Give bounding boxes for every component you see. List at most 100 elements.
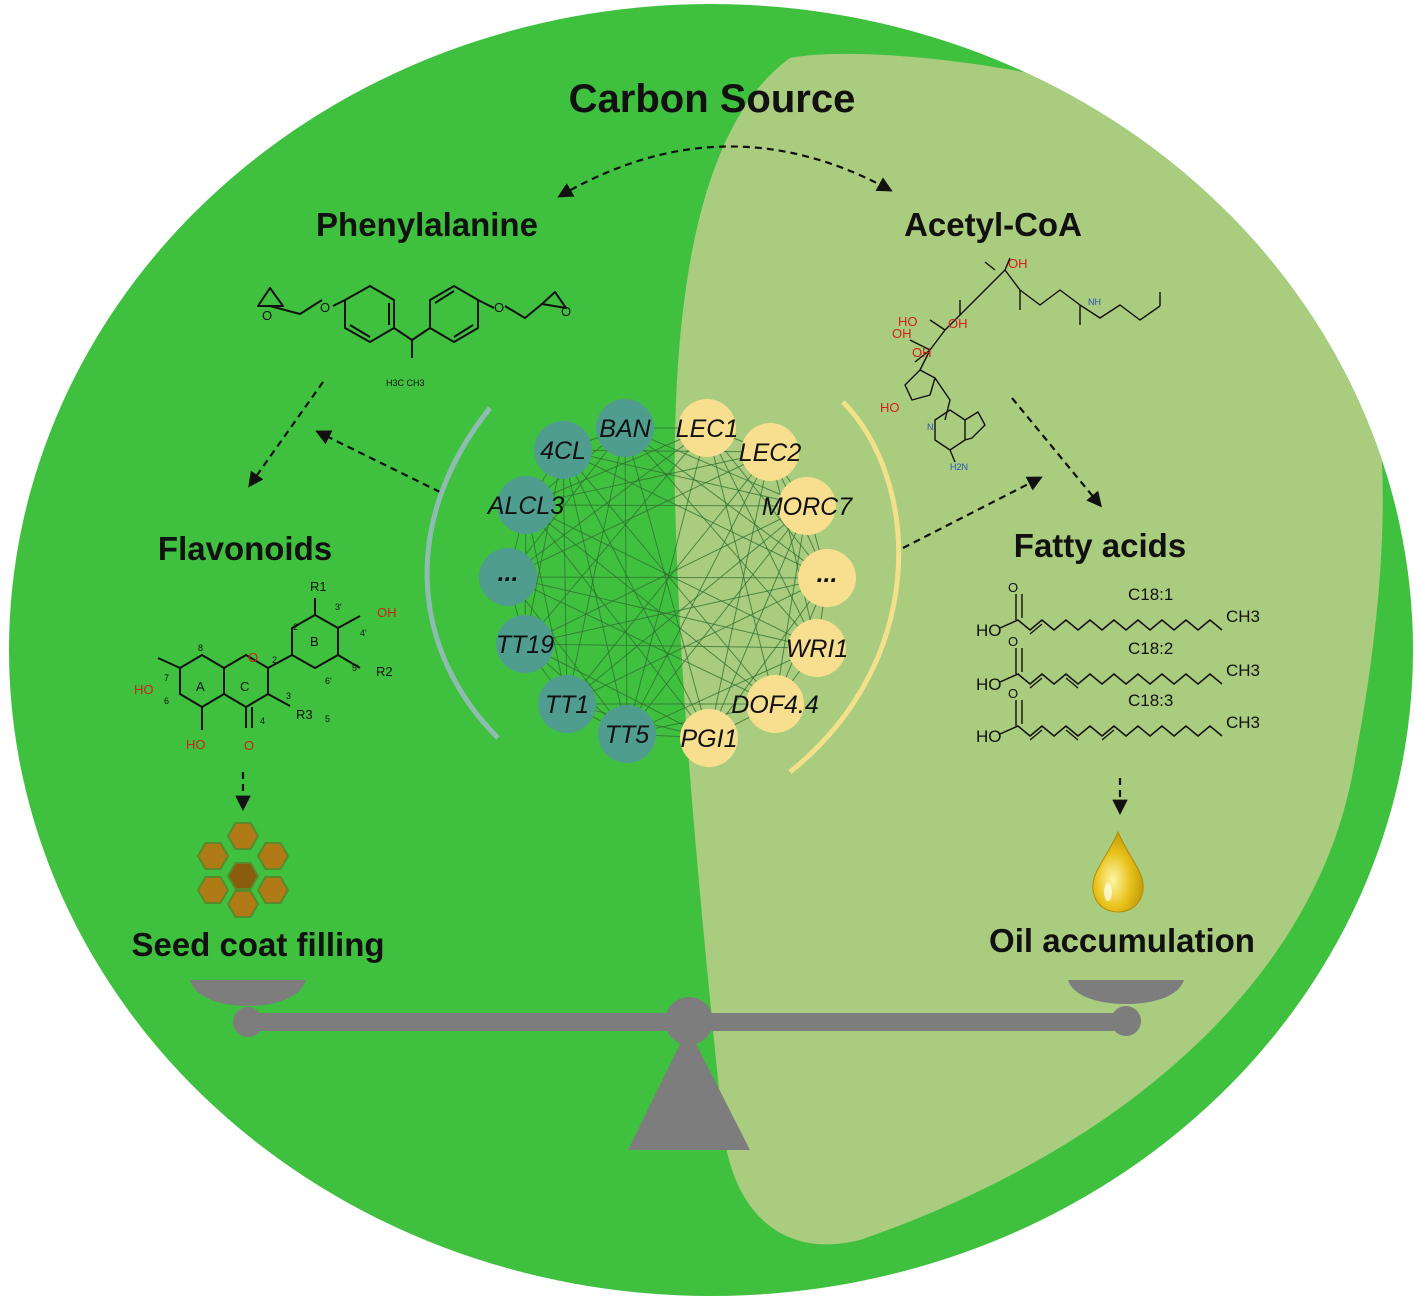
flavonoid-node-circle [479, 548, 537, 606]
svg-text:OH: OH [892, 326, 912, 341]
oil-node: PGI1 [680, 709, 738, 767]
svg-text:A: A [196, 679, 205, 694]
svg-text:OH: OH [912, 345, 932, 360]
svg-text:O: O [1008, 634, 1018, 649]
honeycomb-cell [256, 842, 290, 870]
flavonoid-network-arc [424, 406, 500, 740]
svg-text:7: 7 [164, 673, 169, 683]
svg-text:HO: HO [134, 682, 154, 697]
flavonoid-gene-label: TT19 [496, 631, 554, 659]
honeycomb-cell [256, 876, 290, 904]
flavonoid-node: 4CL [534, 421, 592, 479]
oil-node: MORC7 [762, 477, 853, 535]
fatty-acid-tail: CH3 [1226, 661, 1260, 680]
flavonoid-node-circle [497, 476, 555, 534]
fatty-acids-label: Fatty acids [1014, 527, 1186, 564]
fatty-acid-tail: CH3 [1226, 607, 1260, 626]
svg-text:O: O [244, 738, 254, 753]
fatty-acid-name: C18:1 [1128, 585, 1173, 604]
flavonoid-node: TT1 [538, 675, 596, 733]
svg-text:2: 2 [272, 655, 277, 665]
svg-text:R2: R2 [376, 664, 393, 679]
oil-accumulation-label: Oil accumulation [989, 922, 1255, 959]
network-to-phe-arrow [315, 430, 441, 493]
scale-fulcrum [628, 1028, 750, 1150]
svg-text:3: 3 [286, 691, 291, 701]
svg-text:C: C [240, 679, 249, 694]
svg-text:5: 5 [325, 714, 330, 724]
fatty-acid-head: HO [976, 727, 1002, 746]
svg-text:HO: HO [880, 400, 900, 415]
flavonoid-node-circle [598, 705, 656, 763]
svg-text:O: O [262, 308, 272, 323]
flavonoid-node-circle [538, 675, 596, 733]
oil-node-circle [678, 399, 736, 457]
oil-gene-label: DOF4.4 [731, 691, 819, 719]
svg-text:3': 3' [335, 602, 342, 612]
phenylalanine-label: Phenylalanine [316, 206, 538, 243]
svg-text:O: O [494, 300, 504, 315]
svg-text:5': 5' [352, 663, 359, 673]
fatty-acid-tail: CH3 [1226, 713, 1260, 732]
svg-text:8: 8 [198, 643, 203, 653]
svg-text:OH: OH [948, 316, 968, 331]
flavonoid-gene-label: TT1 [545, 691, 589, 719]
flavonoid-node-circle [534, 421, 592, 479]
oil-node-circle [741, 423, 799, 481]
balance-scale [190, 980, 1184, 1150]
flavonoid-node-circle [596, 399, 654, 457]
scale-pivot [665, 997, 713, 1045]
fatty-acid-name: C18:3 [1128, 691, 1173, 710]
left-scale-pan [190, 980, 306, 1006]
phenylalanine-structure: O O H3C CH3 O O [257, 285, 571, 388]
background [9, 4, 1413, 1296]
seed-coat-filling-label: Seed coat filling [131, 926, 384, 963]
seed-coat-honeycomb-icon [196, 822, 290, 918]
svg-text:4: 4 [260, 716, 265, 726]
oil-node-circle [746, 675, 804, 733]
oil-node-circle [798, 549, 856, 607]
acetyl-coa-label: Acetyl-CoA [904, 206, 1082, 243]
honeycomb-cell [226, 822, 260, 850]
svg-text:4': 4' [360, 628, 367, 638]
svg-text:HO: HO [186, 737, 206, 752]
oil-gene-label: MORC7 [762, 493, 853, 521]
svg-text:R1: R1 [310, 579, 327, 594]
flavonoid-node: BAN [596, 399, 654, 457]
svg-text:6: 6 [164, 696, 169, 706]
carbon-source-double-arrow [557, 145, 893, 198]
network-nodes: BAN4CLALCL3...TT19TT1TT5LEC1LEC2MORC7...… [479, 399, 856, 767]
flavonoid-gene-label: ALCL3 [486, 492, 565, 520]
flavonoid-node: ... [479, 548, 537, 606]
svg-text:2': 2' [293, 622, 300, 632]
svg-text:R3: R3 [296, 707, 313, 722]
svg-text:O: O [320, 300, 330, 315]
svg-text:B: B [310, 634, 319, 649]
oil-node: LEC1 [676, 399, 738, 457]
honeycomb-cell [226, 890, 260, 918]
right-scale-pan [1068, 980, 1184, 1004]
svg-text:OH: OH [377, 605, 397, 620]
flavonoid-gene-label: 4CL [540, 437, 586, 465]
flavonoid-structure: R1 R2 R3 HO OH HO A C B 8 7 6 5 4 3 2 2'… [134, 579, 397, 753]
svg-text:OH: OH [1008, 256, 1028, 271]
acetyl-coa-structure: OH HO OH OH HO OH NH N H2N [880, 256, 1161, 472]
oil-gene-label: LEC2 [739, 439, 802, 467]
oil-node-circle [778, 477, 836, 535]
oil-network-arc [788, 400, 902, 774]
fatty-acid-name: C18:2 [1128, 639, 1173, 658]
oil-node: ... [798, 549, 856, 607]
svg-text:O: O [561, 304, 571, 319]
right-light-half [674, 53, 1383, 1245]
oil-gene-label: PGI1 [681, 725, 738, 753]
gene-network: BAN4CLALCL3...TT19TT1TT5LEC1LEC2MORC7...… [479, 399, 856, 767]
oil-node-circle [680, 709, 738, 767]
oil-node: LEC2 [739, 423, 802, 481]
honeycomb-cell [226, 862, 260, 890]
oil-node: DOF4.4 [731, 675, 819, 733]
methyl-label: H3C CH3 [386, 378, 425, 388]
